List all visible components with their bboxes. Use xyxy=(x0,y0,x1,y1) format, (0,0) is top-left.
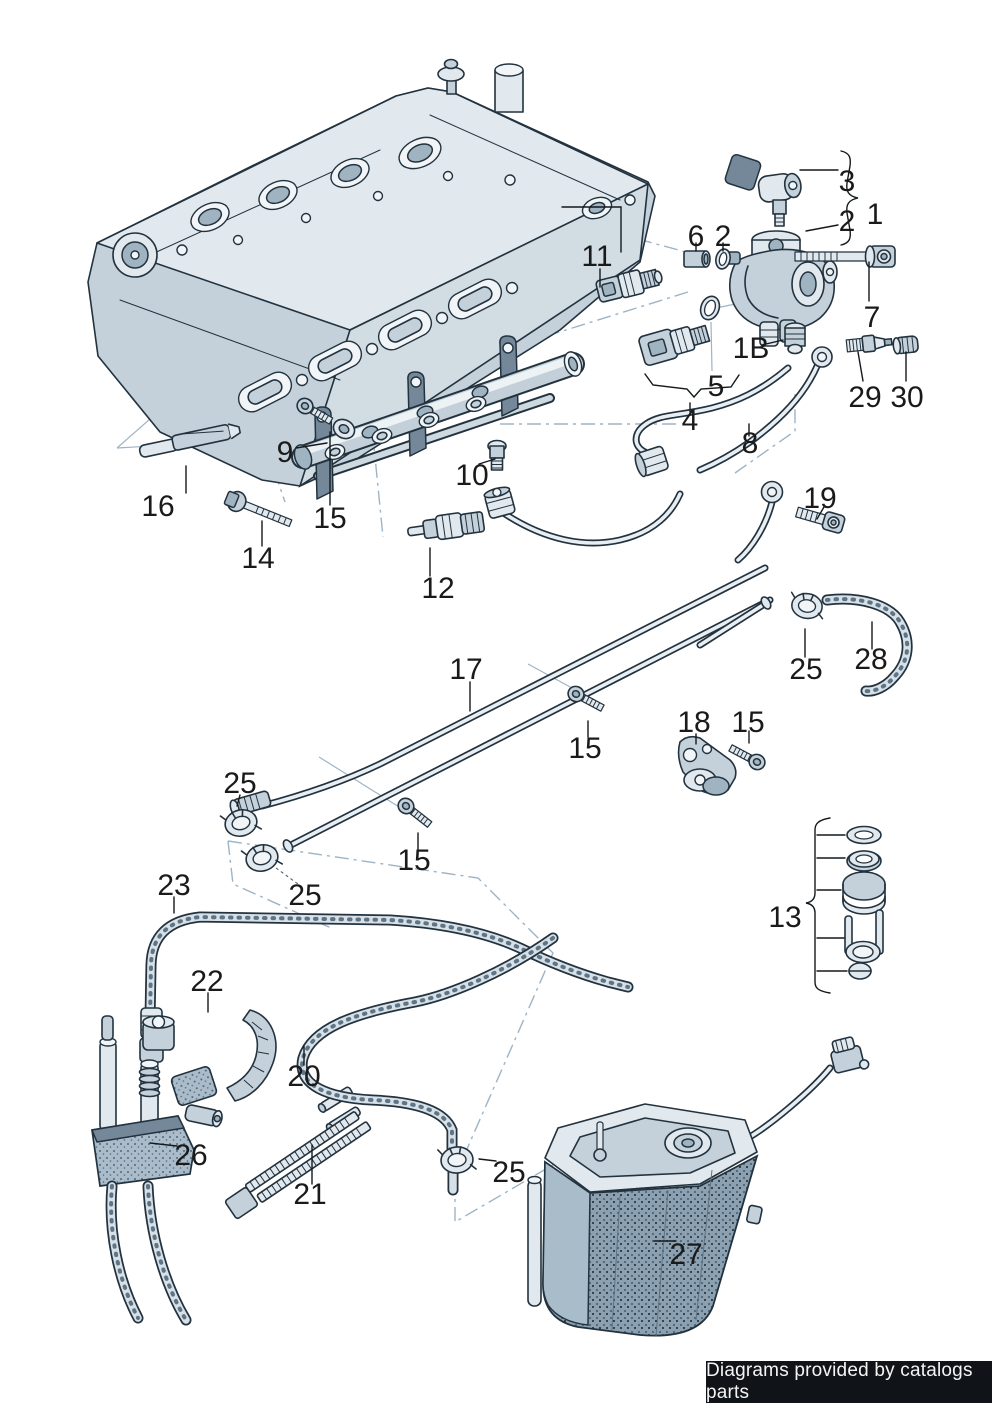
valve-10 xyxy=(487,439,507,471)
strap-21 xyxy=(224,1111,372,1220)
hose-20 xyxy=(296,932,559,1196)
part-callout-14: 14 xyxy=(241,542,275,575)
high-pressure-pump xyxy=(638,153,919,367)
part-callout-15: 15 xyxy=(313,502,347,535)
seal-kit-13 xyxy=(842,825,886,980)
pump-plug-1b xyxy=(784,322,806,355)
part-callout-2: 2 xyxy=(714,220,732,253)
connector-26 xyxy=(91,1015,223,1326)
part-callout-13: 13 xyxy=(768,901,802,934)
sensor-11 xyxy=(595,268,663,303)
pipe-8 xyxy=(696,346,833,564)
part-callout-7: 7 xyxy=(863,301,881,334)
part-callout-26: 26 xyxy=(174,1139,208,1172)
sensor-12 xyxy=(407,511,486,541)
part-callout-29: 29 xyxy=(848,381,882,414)
part-callout-2: 2 xyxy=(838,205,856,238)
part-callout-1: 1 xyxy=(866,198,884,231)
part-callout-30: 30 xyxy=(890,381,924,414)
clamp-25-right xyxy=(787,590,827,622)
bracket-18 xyxy=(677,735,737,796)
part-callout-15: 15 xyxy=(731,706,765,739)
part-callout-20: 20 xyxy=(287,1060,321,1093)
o-ring-5 xyxy=(699,295,721,321)
fitting-29 xyxy=(845,334,893,353)
bolt-14 xyxy=(223,490,293,528)
clamp-25-b xyxy=(240,839,284,877)
sensor-5 xyxy=(638,324,711,367)
part-callout-22: 22 xyxy=(190,965,224,998)
pump-cap-3 xyxy=(724,153,802,227)
part-callout-25: 25 xyxy=(288,879,322,912)
pump-body-2 xyxy=(725,230,838,347)
part-callout-17: 17 xyxy=(449,653,483,686)
part-callout-15: 15 xyxy=(568,732,602,765)
part-callout-25: 25 xyxy=(223,767,257,800)
part-callout-25: 25 xyxy=(789,653,823,686)
part-callout-19: 19 xyxy=(803,482,837,515)
part-callout-8: 8 xyxy=(741,427,759,460)
screw-15-front xyxy=(394,794,436,832)
clip-22 xyxy=(170,1009,277,1106)
part-callout-21: 21 xyxy=(293,1178,327,1211)
part-callout-12: 12 xyxy=(421,572,455,605)
cylinder-head xyxy=(87,58,656,488)
part-callout-10: 10 xyxy=(455,459,489,492)
elbow-fitting xyxy=(830,1036,870,1074)
screw-15-rail xyxy=(293,394,356,440)
canister-27 xyxy=(527,1036,870,1337)
o-ring-2 xyxy=(715,248,731,270)
fuel-rail xyxy=(291,335,585,500)
clamp-25-bottom xyxy=(436,1144,478,1176)
part-callout-9: 9 xyxy=(276,436,294,469)
footer-credit-bar: Diagrams provided by catalogs parts xyxy=(706,1360,992,1403)
part-callout-28: 28 xyxy=(854,643,888,676)
pipe-4 xyxy=(632,364,792,478)
part-callout-23: 23 xyxy=(157,869,191,902)
part-callout-1B: 1B xyxy=(732,332,770,365)
part-callout-27: 27 xyxy=(669,1238,703,1271)
pump-bolt-7 xyxy=(794,245,896,268)
part-callout-6: 6 xyxy=(687,220,705,253)
part-callout-15: 15 xyxy=(397,844,431,877)
banjo-bolt-19 xyxy=(795,506,846,534)
leader-lines xyxy=(149,150,907,1242)
part-callout-3: 3 xyxy=(838,165,856,198)
pipe-union-nut xyxy=(483,486,684,547)
part-callout-16: 16 xyxy=(141,490,175,523)
part-callout-4: 4 xyxy=(681,404,699,437)
part-callout-25: 25 xyxy=(492,1156,526,1189)
part-callout-5: 5 xyxy=(707,370,725,403)
dowel-pin-16 xyxy=(138,423,241,458)
hose-28 xyxy=(821,593,913,697)
part-callout-18: 18 xyxy=(677,706,711,739)
bushing-6 xyxy=(683,250,711,268)
cap-nut-30 xyxy=(892,335,919,355)
part-callout-11: 11 xyxy=(581,240,613,273)
